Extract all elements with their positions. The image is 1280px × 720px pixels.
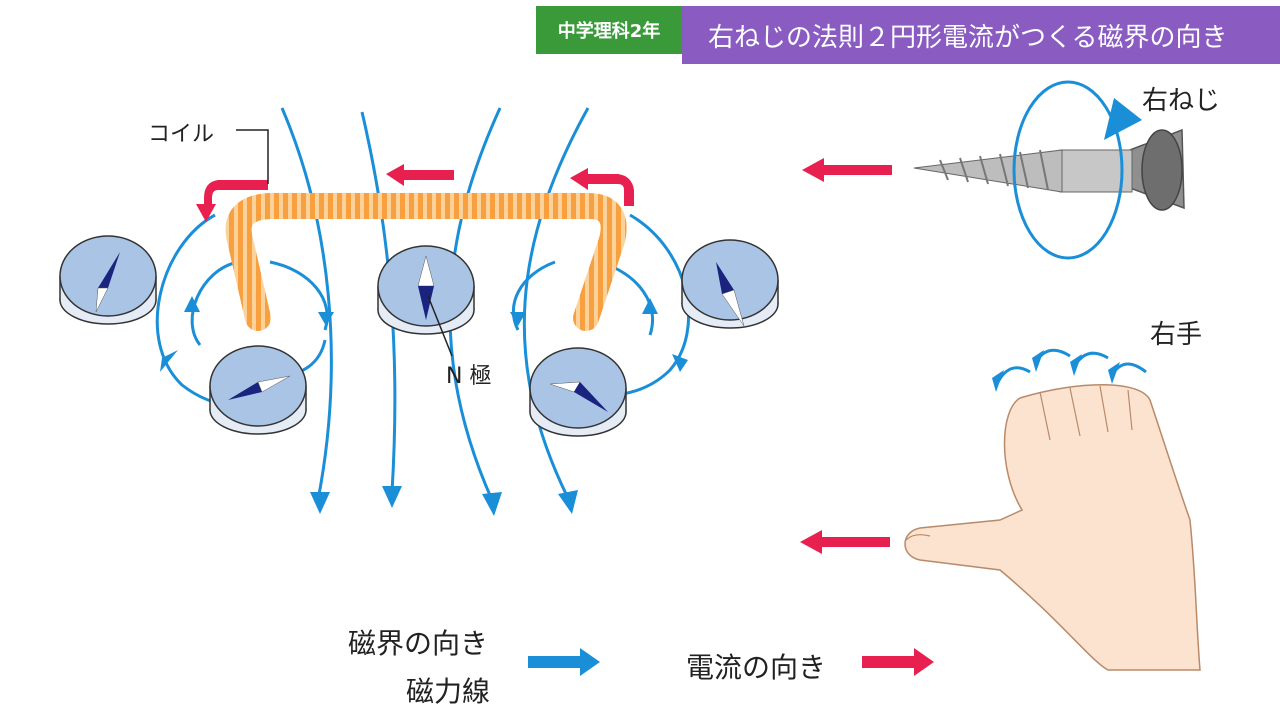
field-arrowhead [318,312,334,326]
n-pole-leader [427,295,453,357]
n-pole-label: N 極 [446,364,492,389]
coil-label: コイル [148,122,215,147]
screw-label: 右ねじ [1142,86,1221,116]
field-arrowhead [558,490,578,514]
compass-left [59,235,157,325]
hand-illustration [904,348,1201,671]
legend-field-direction: 磁界の向き [348,627,489,660]
legend-field-lines: 磁力線 [406,675,491,708]
grade-badge: 中学理科2年 [536,6,682,54]
field-arrowhead [160,350,178,372]
current-arrows [196,164,634,222]
field-line [280,107,333,501]
field-arrowhead [382,486,402,508]
legend-current-arrow [862,648,934,676]
page-title: 右ねじの法則２円形電流がつくる磁界の向き [682,6,1280,64]
field-arrowhead [510,312,526,326]
hand-current-arrow [800,530,890,554]
field-line [190,260,239,346]
field-arrowhead [310,492,330,514]
compass-right [681,239,779,329]
field-arrowhead [184,296,200,312]
current-arrow [570,168,634,206]
compass-center [377,245,475,335]
screw-current-arrow [802,158,892,182]
legend-current-direction: 電流の向き [686,651,827,684]
hand-label: 右手 [1150,320,1203,350]
compass-lower-right [529,347,627,437]
coil [225,193,627,331]
compass-lower-left [209,345,307,435]
screw-illustration [913,80,1185,260]
current-arrow [386,164,454,186]
legend-field-arrow [528,648,600,676]
field-arrowhead [672,354,688,372]
field-line [511,260,556,331]
field-arrowheads [160,296,688,516]
coil-leader [236,129,269,184]
field-line [269,260,329,331]
field-arrowhead [642,298,658,314]
current-arrow [196,180,268,222]
field-line [522,107,590,499]
field-arrowhead [482,492,502,516]
